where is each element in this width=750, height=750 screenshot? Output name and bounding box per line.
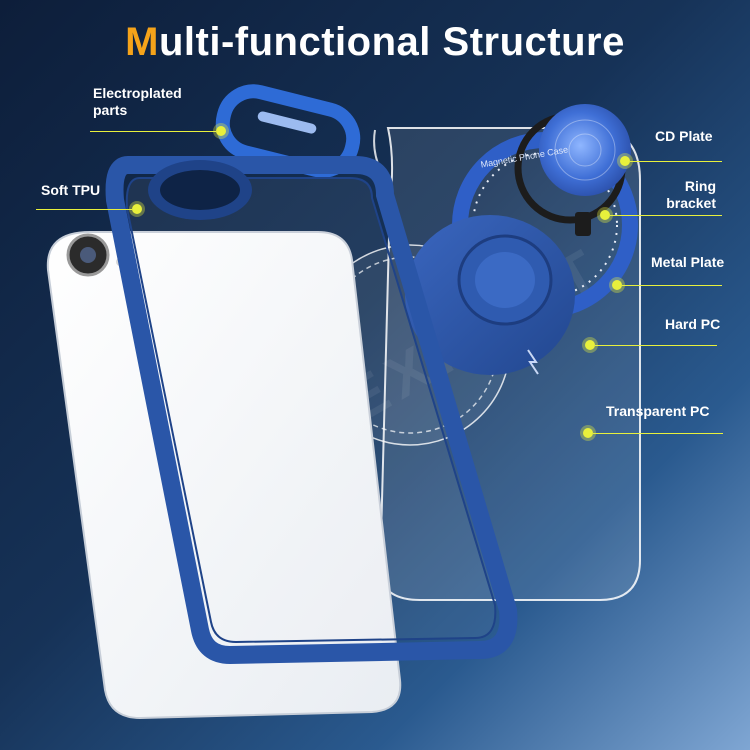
callout-line-metal-plate bbox=[622, 285, 722, 286]
callout-dot-hard-pc bbox=[585, 340, 595, 350]
hard-pc-disc bbox=[405, 215, 575, 375]
label-metal-plate: Metal Plate bbox=[651, 254, 725, 270]
callout-line-hard-pc bbox=[595, 345, 717, 346]
label-electroplated-parts: Electroplated parts bbox=[93, 85, 182, 118]
callout-dot-cd-plate bbox=[620, 156, 630, 166]
callout-dot-metal-plate bbox=[612, 280, 622, 290]
callout-line-cd-plate bbox=[630, 161, 722, 162]
label-soft-tpu: Soft TPU bbox=[41, 182, 101, 198]
title-rest: ulti-functional Structure bbox=[159, 20, 625, 64]
label-transparent-pc: Transparent PC bbox=[606, 403, 710, 419]
label-cd-plate: CD Plate bbox=[655, 128, 713, 144]
soft-tpu-frame bbox=[105, 156, 518, 665]
label-ring-bracket: Ring bracket bbox=[666, 178, 716, 211]
phone bbox=[46, 231, 402, 720]
callout-dot-electroplated bbox=[216, 126, 226, 136]
callout-dot-ring-bracket bbox=[600, 210, 610, 220]
callout-line-transparent-pc bbox=[593, 433, 723, 434]
cd-plate bbox=[539, 104, 631, 196]
callout-line-soft-tpu bbox=[36, 209, 132, 210]
label-hard-pc: Hard PC bbox=[665, 316, 721, 332]
callout-dot-transparent-pc bbox=[583, 428, 593, 438]
callout-dot-soft-tpu bbox=[132, 204, 142, 214]
callout-line-electroplated bbox=[90, 131, 216, 132]
title-accent-letter: M bbox=[125, 20, 159, 64]
page-title: Multi-functional Structure bbox=[0, 20, 750, 65]
callout-line-ring-bracket bbox=[610, 215, 722, 216]
